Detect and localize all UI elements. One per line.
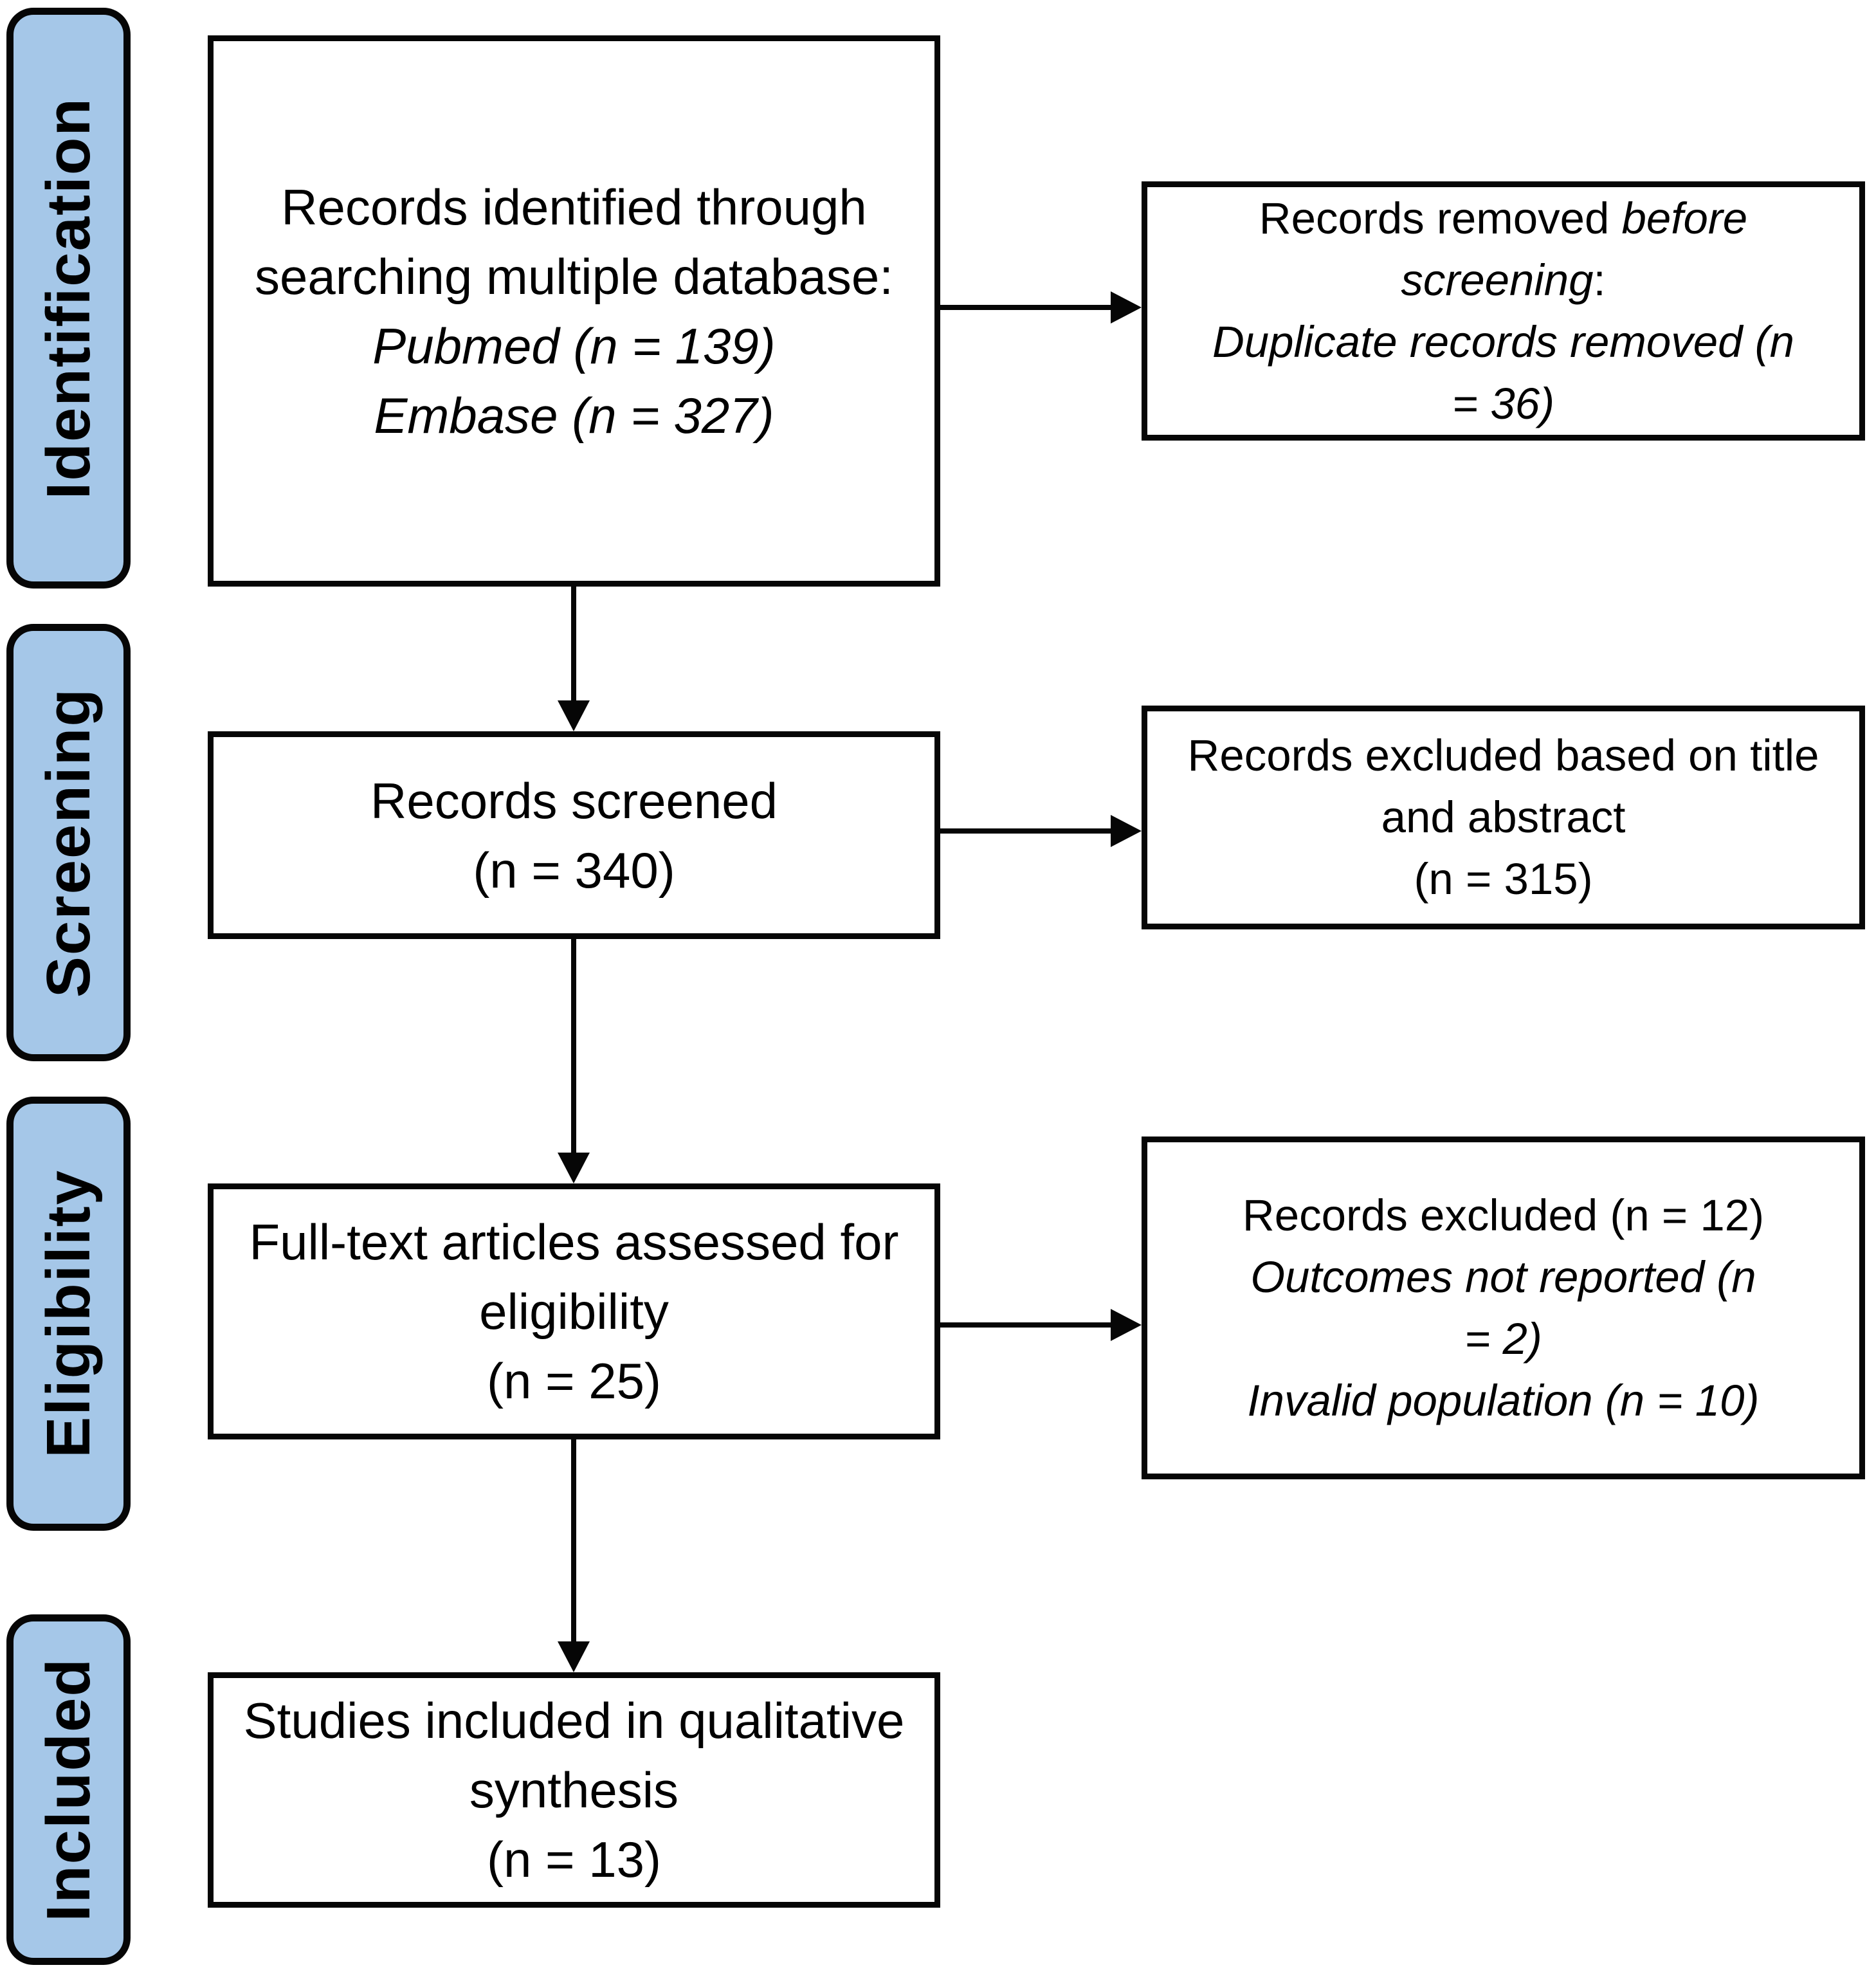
text-line: Full-text articles assessed for: [249, 1214, 899, 1270]
stage-label-identification: Identification: [6, 8, 131, 589]
arrow-shaft: [571, 587, 576, 702]
stage-label-screening-text: Screening: [33, 687, 103, 998]
stage-label-screening: Screening: [6, 624, 131, 1061]
text-line: synthesis: [469, 1762, 679, 1818]
text-line: Records screened: [370, 772, 778, 829]
text-line: screening:: [1401, 255, 1606, 305]
text-line: Records excluded based on title: [1187, 731, 1819, 780]
stage-label-included: Included: [6, 1614, 131, 1965]
text-line: Records identified through: [281, 178, 867, 235]
arrow-shaft: [571, 939, 576, 1155]
arrow-head-right-icon: [1111, 815, 1142, 847]
text-line: Records excluded (n = 12): [1242, 1190, 1765, 1240]
arrow-head-right-icon: [1111, 1309, 1142, 1341]
arrow-head-down-icon: [558, 1153, 590, 1183]
box-records-excluded-title-abstract: Records excluded based on title and abstr…: [1142, 706, 1865, 929]
arrow-shaft: [940, 305, 1113, 310]
box-studies-included: Studies included in qualitative synthesis…: [208, 1672, 940, 1908]
text-line: (n = 340): [473, 841, 675, 899]
box-records-excluded-fulltext: Records excluded (n = 12) Outcomes not re…: [1142, 1137, 1865, 1479]
text-line: Studies included in qualitative: [243, 1692, 905, 1749]
text-line: eligibility: [479, 1283, 669, 1340]
arrow-shaft: [940, 1322, 1113, 1328]
text-line: Invalid population (n = 10): [1247, 1375, 1760, 1425]
text-line: Duplicate records removed (n: [1212, 316, 1795, 367]
stage-label-identification-text: Identification: [33, 96, 103, 500]
text-line: Pubmed (n = 139): [372, 317, 776, 374]
box-records-identified: Records identified through searching mult…: [208, 35, 940, 587]
text-line: searching multiple database:: [255, 248, 893, 305]
box-records-screened: Records screened (n = 340): [208, 731, 940, 939]
arrow-shaft: [571, 1439, 576, 1643]
arrow-shaft: [940, 828, 1113, 834]
text-line: (n = 25): [487, 1353, 661, 1409]
text-line: Outcomes not reported (n: [1250, 1252, 1756, 1302]
stage-label-eligibility-text: Eligibility: [33, 1169, 103, 1458]
box-records-removed-before-screening: Records removed before screening: Duplicat…: [1142, 181, 1865, 441]
text-line: (n = 13): [487, 1831, 661, 1888]
text-line: Records removed before: [1259, 193, 1748, 243]
text-line: = 2): [1464, 1313, 1542, 1364]
text-line: = 36): [1452, 378, 1555, 428]
stage-label-eligibility: Eligibility: [6, 1097, 131, 1531]
stage-label-included-text: Included: [33, 1657, 103, 1922]
text-line: Embase (n = 327): [374, 387, 774, 444]
arrow-head-down-icon: [558, 1641, 590, 1672]
arrow-head-down-icon: [558, 700, 590, 731]
box-fulltext-assessed: Full-text articles assessed for eligibili…: [208, 1183, 940, 1439]
text-line: and abstract: [1381, 792, 1626, 842]
arrow-head-right-icon: [1111, 291, 1142, 324]
text-line: (n = 315): [1414, 854, 1593, 904]
